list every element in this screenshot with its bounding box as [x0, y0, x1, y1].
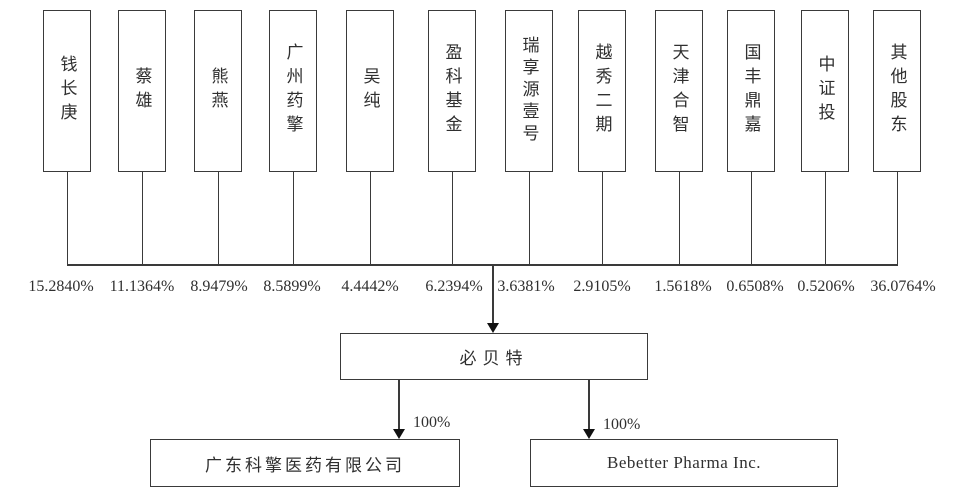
- subsidiary-name: 广东科擎医药有限公司: [205, 455, 405, 475]
- shareholder-name: 中证投: [815, 55, 835, 127]
- shareholder-percent: 15.2840%: [28, 278, 94, 295]
- shareholder-name: 吴纯: [360, 67, 380, 115]
- shareholder-box: 熊燕: [194, 10, 242, 172]
- connector-line: [588, 380, 590, 430]
- shareholder-name: 国丰鼎嘉: [741, 43, 761, 139]
- ownership-label: 100%: [413, 414, 451, 431]
- shareholder-percent: 11.1364%: [109, 278, 175, 295]
- subsidiary-box: 广东科擎医药有限公司: [150, 439, 460, 487]
- shareholder-box: 蔡雄: [118, 10, 166, 172]
- shareholder-box: 盈科基金: [428, 10, 476, 172]
- shareholder-percent: 1.5618%: [654, 278, 712, 295]
- connector-line: [369, 172, 371, 265]
- connector-line: [66, 172, 68, 265]
- parent-company-box: 必贝特: [340, 333, 648, 380]
- shareholder-name: 越秀二期: [592, 43, 612, 139]
- connector-line: [217, 172, 219, 265]
- shareholder-percent: 8.9479%: [190, 278, 248, 295]
- shareholder-percent: 4.4442%: [341, 278, 399, 295]
- connector-line: [601, 172, 603, 265]
- ownership-label: 100%: [603, 416, 641, 433]
- arrow-down-icon: [583, 429, 595, 439]
- connector-line: [750, 172, 752, 265]
- shareholder-name: 天津合智: [669, 43, 689, 139]
- connector-line: [292, 172, 294, 265]
- subsidiary-name: Bebetter Pharma Inc.: [607, 453, 761, 472]
- shareholder-box: 钱长庚: [43, 10, 91, 172]
- shareholder-box: 越秀二期: [578, 10, 626, 172]
- connector-line: [398, 380, 400, 430]
- shareholder-name: 钱长庚: [57, 55, 77, 127]
- connector-line: [896, 172, 898, 265]
- shareholder-name: 熊燕: [208, 67, 228, 115]
- shareholder-box: 国丰鼎嘉: [727, 10, 775, 172]
- shareholder-name: 其他股东: [887, 43, 907, 139]
- shareholder-box: 中证投: [801, 10, 849, 172]
- shareholder-percent: 0.5206%: [797, 278, 855, 295]
- connector-line: [678, 172, 680, 265]
- shareholder-box: 其他股东: [873, 10, 921, 172]
- shareholder-percent: 6.2394%: [425, 278, 483, 295]
- subsidiary-box: Bebetter Pharma Inc.: [530, 439, 838, 487]
- connector-line: [492, 264, 494, 324]
- connector-line: [528, 172, 530, 265]
- connector-line: [824, 172, 826, 265]
- shareholder-box: 吴纯: [346, 10, 394, 172]
- shareholder-box: 广州药擎: [269, 10, 317, 172]
- arrow-down-icon: [393, 429, 405, 439]
- connector-line: [141, 172, 143, 265]
- shareholder-percent: 8.5899%: [263, 278, 321, 295]
- shareholder-name: 盈科基金: [442, 43, 462, 139]
- parent-company-name: 必贝特: [459, 349, 529, 368]
- shareholder-percent: 2.9105%: [573, 278, 631, 295]
- arrow-down-icon: [487, 323, 499, 333]
- shareholder-name: 瑞享源壹号: [519, 36, 539, 146]
- shareholder-name: 广州药擎: [283, 43, 303, 139]
- connector-line: [451, 172, 453, 265]
- shareholder-percent: 36.0764%: [870, 278, 936, 295]
- connector-bus-line: [66, 264, 898, 266]
- shareholder-percent: 3.6381%: [497, 278, 555, 295]
- shareholder-box: 瑞享源壹号: [505, 10, 553, 172]
- shareholder-box: 天津合智: [655, 10, 703, 172]
- shareholder-name: 蔡雄: [132, 67, 152, 115]
- shareholder-percent: 0.6508%: [726, 278, 784, 295]
